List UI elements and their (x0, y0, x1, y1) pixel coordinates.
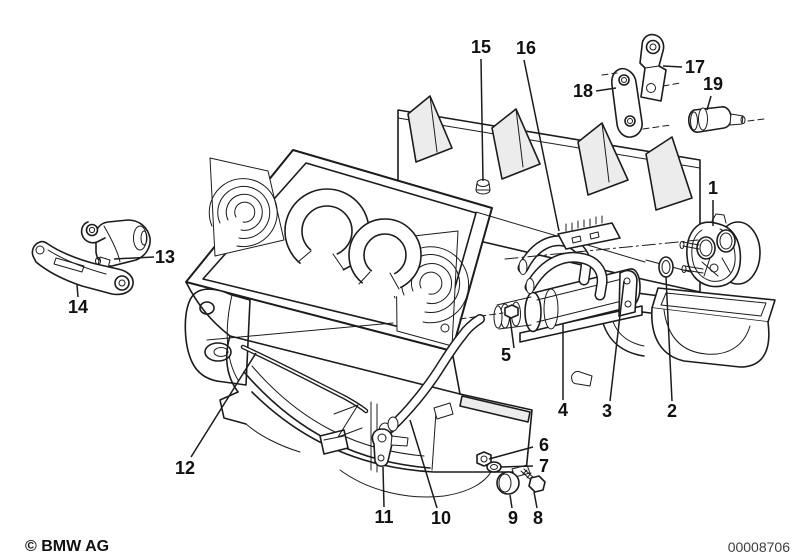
callout-leader-14 (76, 284, 79, 298)
callout-leader-17 (662, 65, 683, 68)
bracket-18 (611, 67, 643, 138)
assembly-axis (504, 239, 699, 260)
callout-label-17[interactable]: 17 (685, 57, 705, 77)
callout-leader-15 (480, 58, 484, 182)
callout-leader-2 (665, 276, 673, 402)
callout-label-14[interactable]: 14 (68, 297, 88, 317)
callout-label-2[interactable]: 2 (667, 401, 677, 421)
doc-number: 00008706 (728, 539, 791, 555)
left-vent-grille (208, 178, 278, 248)
callout-label-8[interactable]: 8 (533, 508, 543, 528)
water-valve (679, 213, 761, 288)
callout-label-9[interactable]: 9 (508, 508, 518, 528)
control-lever (371, 428, 409, 468)
callout-leader-16 (523, 59, 560, 232)
callout-label-5[interactable]: 5 (501, 345, 511, 365)
exploded-drawing (31, 33, 776, 498)
copyright-text: © BMW AG (25, 538, 109, 555)
callout-label-16[interactable]: 16 (516, 38, 536, 58)
callout-label-10[interactable]: 10 (431, 508, 451, 528)
lower-tray (651, 287, 776, 368)
left-vent-plate (209, 157, 285, 257)
bracket-17 (639, 33, 667, 102)
callout-label-13[interactable]: 13 (155, 247, 175, 267)
break-mark (333, 404, 363, 438)
clip-small (571, 371, 593, 387)
callout-leader-18 (595, 87, 617, 92)
callout-label-6[interactable]: 6 (539, 435, 549, 455)
control-module (557, 215, 621, 250)
callout-leader-8 (533, 491, 538, 509)
panel-nut (475, 179, 491, 195)
bolt (520, 468, 546, 493)
callout-label-7[interactable]: 7 (539, 456, 549, 476)
callout-leader-5 (509, 317, 515, 349)
heater-core (459, 268, 643, 387)
callout-label-1[interactable]: 1 (708, 178, 718, 198)
left-side-bracket (184, 288, 394, 386)
lever-arm (31, 240, 134, 296)
bolt-5 (504, 304, 519, 319)
callout-leader-6 (488, 446, 534, 460)
callout-leader-19 (706, 95, 712, 111)
callout-label-4[interactable]: 4 (558, 400, 568, 420)
callout-leader-7 (499, 465, 534, 468)
control-rod (240, 344, 369, 438)
callout-label-3[interactable]: 3 (602, 401, 612, 421)
core-flange (618, 269, 638, 317)
housing-top-rim (185, 149, 646, 352)
callout-label-18[interactable]: 18 (573, 81, 593, 101)
callout-leader-9 (509, 494, 513, 509)
washer (486, 461, 502, 473)
plug-19 (687, 106, 746, 133)
rear-panel (397, 95, 701, 293)
callout-leader-3 (609, 280, 625, 402)
callout-label-15[interactable]: 15 (471, 37, 491, 57)
callout-label-19[interactable]: 19 (703, 74, 723, 94)
vacuum-actuator (80, 219, 151, 269)
callout-label-11[interactable]: 11 (374, 507, 393, 527)
callout-label-12[interactable]: 12 (175, 458, 195, 478)
callout-leader-11 (382, 466, 385, 508)
callout-leader-12 (190, 352, 257, 458)
callout-leader-13 (113, 256, 155, 260)
clip-right (348, 218, 422, 297)
callout-leader-10 (409, 419, 438, 509)
